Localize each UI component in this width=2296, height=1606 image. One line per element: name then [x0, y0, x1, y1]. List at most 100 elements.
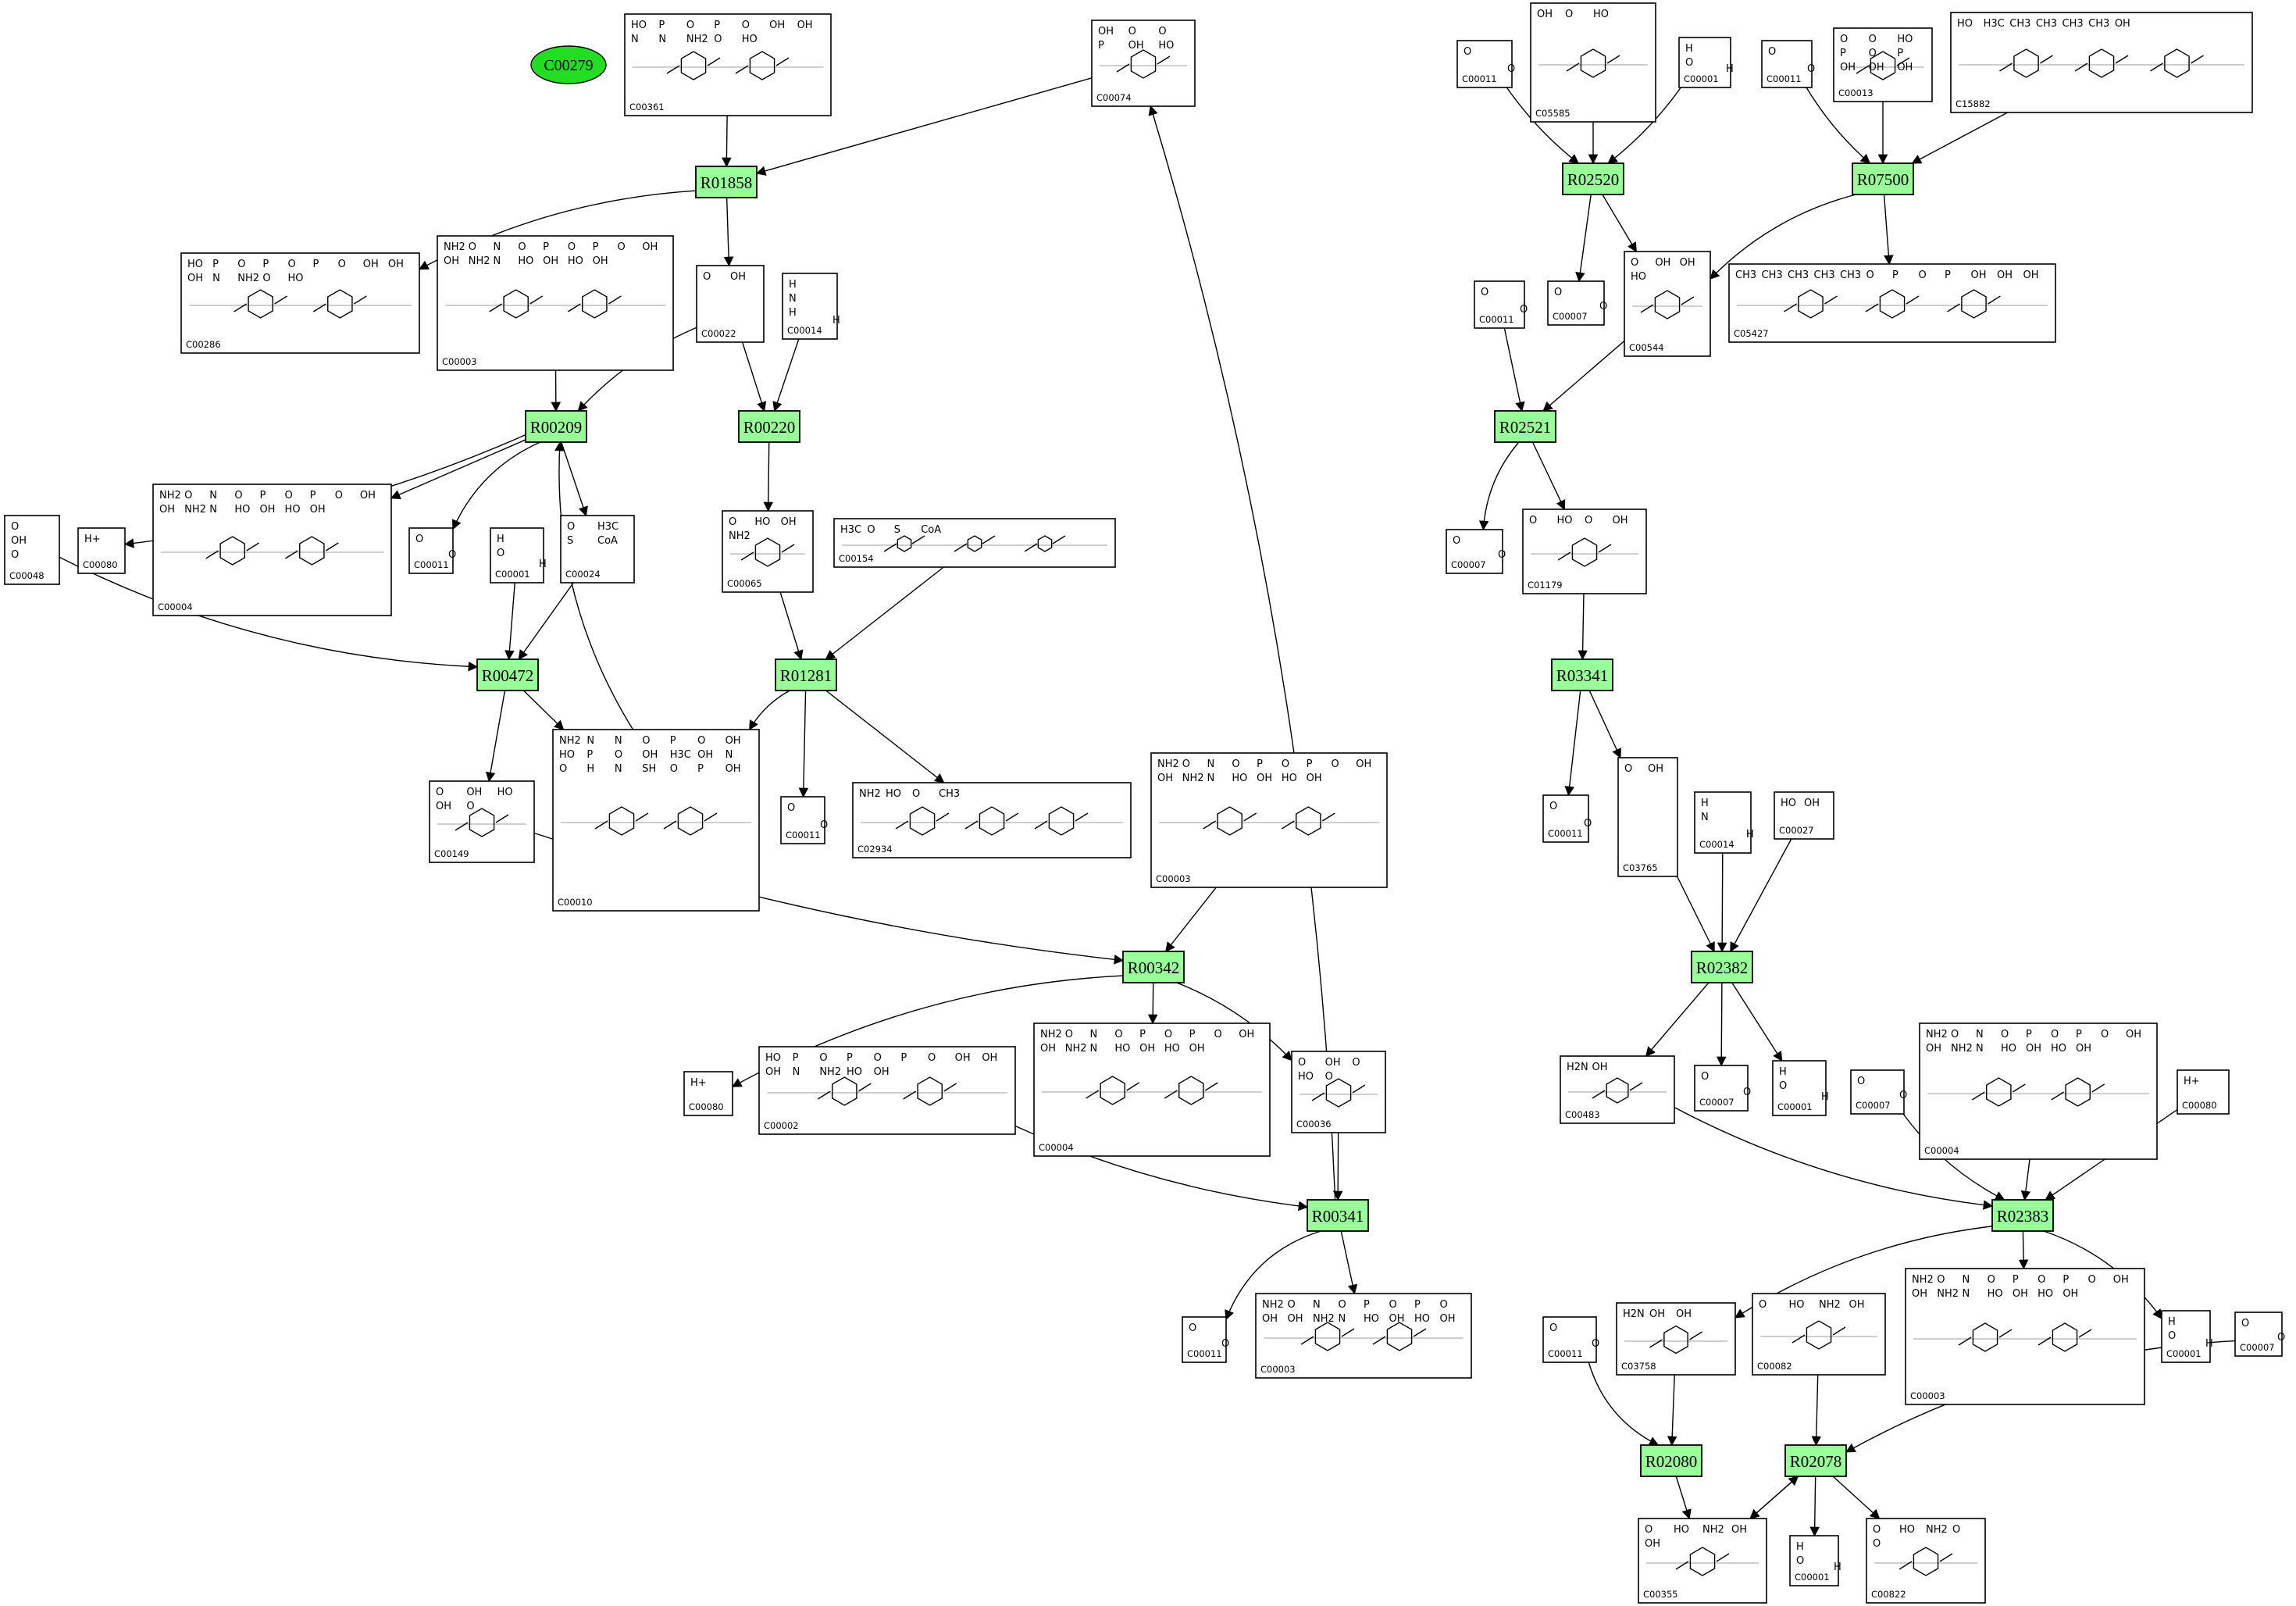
reaction-node-R02080[interactable]: R02080: [1640, 1444, 1702, 1477]
compound-box[interactable]: [1033, 1022, 1271, 1157]
compound-box[interactable]: [1638, 1518, 1767, 1604]
reaction-box[interactable]: [1640, 1444, 1702, 1477]
compound-box[interactable]: [1616, 1302, 1736, 1376]
compound-box[interactable]: [1761, 40, 1813, 88]
compound-box[interactable]: [696, 265, 765, 343]
compound-node-C00080[interactable]: H+C00080: [683, 1071, 733, 1116]
compound-box[interactable]: [2234, 1312, 2283, 1357]
target-ellipse[interactable]: [530, 45, 607, 84]
compound-box[interactable]: [1694, 791, 1752, 854]
compound-box[interactable]: [1474, 280, 1525, 329]
reaction-box[interactable]: [1784, 1444, 1847, 1477]
compound-box[interactable]: [490, 527, 544, 584]
reaction-node-R01281[interactable]: R01281: [775, 658, 837, 691]
compound-box[interactable]: [1547, 280, 1605, 326]
compound-box[interactable]: [152, 484, 392, 616]
compound-box[interactable]: [1542, 794, 1589, 843]
compound-box[interactable]: [1678, 37, 1731, 88]
reaction-box[interactable]: [1551, 658, 1613, 691]
reaction-node-R00341[interactable]: R00341: [1307, 1199, 1369, 1232]
compound-box[interactable]: [1833, 27, 1933, 102]
reaction-node-R02520[interactable]: R02520: [1562, 162, 1624, 195]
reaction-box[interactable]: [738, 410, 800, 443]
reaction-node-R02382[interactable]: R02382: [1691, 951, 1753, 983]
compound-box[interactable]: [180, 252, 420, 354]
compound-box[interactable]: [1728, 263, 2056, 343]
compound-box[interactable]: [780, 796, 825, 844]
compound-box[interactable]: [1905, 1268, 2145, 1405]
compound-box[interactable]: [429, 780, 535, 863]
compound-box[interactable]: [683, 1071, 733, 1116]
reaction-box[interactable]: [1307, 1199, 1369, 1232]
reaction-node-R00472[interactable]: R00472: [476, 658, 539, 691]
reaction-node-R07500[interactable]: R07500: [1852, 162, 1914, 195]
compound-box[interactable]: [408, 527, 454, 574]
compound-box[interactable]: [1522, 509, 1647, 594]
compound-box[interactable]: [782, 273, 838, 340]
compound-box[interactable]: [552, 729, 760, 912]
compound-box[interactable]: [2177, 1069, 2230, 1115]
compound-node-C00080[interactable]: H+C00080: [77, 527, 126, 574]
reaction-node-R00342[interactable]: R00342: [1122, 951, 1185, 983]
compound-box[interactable]: [624, 13, 832, 116]
compound-box[interactable]: [1752, 1293, 1886, 1376]
reaction-box[interactable]: [525, 410, 587, 443]
reaction-box[interactable]: [1562, 162, 1624, 195]
compound-box[interactable]: [1291, 1051, 1386, 1133]
compound-box[interactable]: [1694, 1065, 1749, 1112]
reaction-node-R00209[interactable]: R00209: [525, 410, 587, 443]
reaction-box[interactable]: [476, 658, 539, 691]
compound-box[interactable]: [437, 235, 674, 371]
compound-box[interactable]: [1617, 757, 1678, 877]
compound-box[interactable]: [1950, 12, 2253, 113]
compound-box[interactable]: [2161, 1310, 2211, 1363]
compound-box[interactable]: [77, 527, 126, 574]
compound-box[interactable]: [1850, 1069, 1905, 1115]
compound-box[interactable]: [1542, 1316, 1597, 1363]
compound-box[interactable]: [4, 515, 60, 585]
reaction-box[interactable]: [1122, 951, 1185, 983]
compound-box[interactable]: [1456, 40, 1513, 88]
compound-box[interactable]: [758, 1046, 1016, 1135]
reaction-node-R02078[interactable]: R02078: [1784, 1444, 1847, 1477]
compound-box[interactable]: [1789, 1535, 1839, 1586]
reaction-node-R02383[interactable]: R02383: [1991, 1199, 2054, 1232]
compound-box[interactable]: [1091, 20, 1196, 107]
compound-box[interactable]: [1919, 1022, 2158, 1160]
